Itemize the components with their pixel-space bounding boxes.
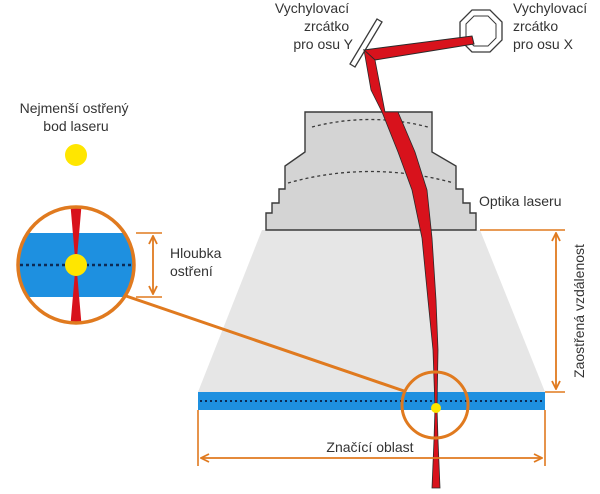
zoom-detail-circle — [16, 205, 136, 325]
projection-cone — [198, 230, 545, 392]
optics-label: Optika laseru — [479, 193, 561, 209]
mirror-y-label: Vychylovací zrcátko pro osu Y — [275, 0, 354, 52]
laser-beam-upper — [362, 35, 475, 61]
focus-magnifier-circle — [400, 370, 470, 440]
lens-dashed-curve-bottom — [287, 170, 455, 184]
focal-point — [431, 403, 441, 413]
smallest-spot-dot — [65, 144, 87, 166]
zoom-connector-line — [125, 294, 405, 393]
lens-dashed-curve-top — [311, 118, 429, 128]
laser-beam — [363, 48, 441, 489]
smallest-spot-label: Nejmenší ostřený bod laseru — [20, 100, 133, 134]
zoom-focal-point — [65, 254, 87, 276]
focal-distance-label: Zaostřená vzdálenost — [571, 244, 587, 378]
mirror-x-label: Vychylovací zrcátko pro osu X — [513, 0, 591, 52]
depth-of-focus-label: Hloubka ostření — [170, 245, 225, 279]
marking-area-label: Značící oblast — [326, 439, 413, 455]
mirror-y-icon — [349, 18, 383, 68]
